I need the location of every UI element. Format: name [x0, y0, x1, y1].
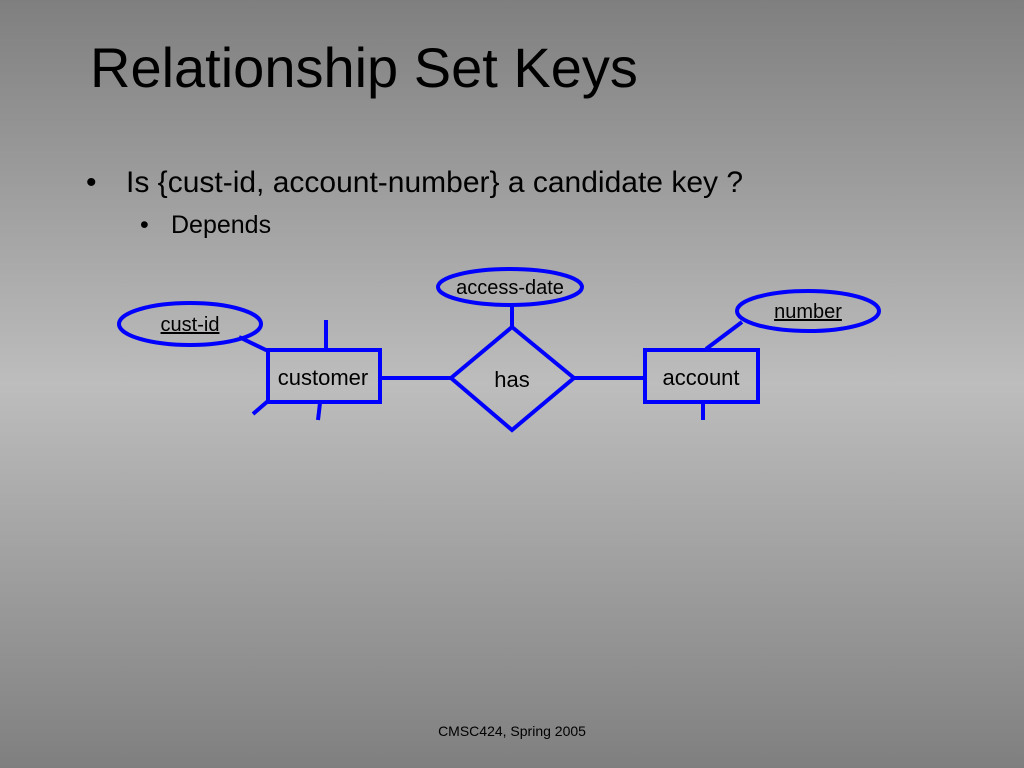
stub-customer-bottom — [316, 402, 322, 421]
bullet-marker: • — [86, 166, 97, 199]
bullet-text: Is {cust-id, account-number} a candidate… — [126, 166, 744, 199]
attribute-accessdate-ellipse — [436, 267, 584, 307]
bullet-level2: • Depends — [140, 211, 271, 240]
connector-number-account — [704, 320, 744, 351]
relationship-has-label: has — [494, 367, 529, 392]
bullet-text: Depends — [171, 211, 272, 239]
bullet-level1: • Is {cust-id, account-number} a candidat… — [86, 166, 743, 200]
entity-account-label: account — [662, 365, 739, 390]
attribute-custid-label: cust-id — [161, 314, 220, 336]
bullet-marker: • — [140, 211, 149, 239]
entity-account-box — [643, 348, 760, 404]
attribute-custid-ellipse — [117, 301, 263, 347]
stub-customer-left — [251, 399, 270, 416]
slide-title: Relationship Set Keys — [90, 36, 638, 99]
attribute-number-ellipse — [735, 289, 881, 333]
attribute-accessdate-label: access-date — [456, 277, 564, 299]
entity-customer-label: customer — [278, 365, 368, 390]
attribute-number-label: number — [774, 301, 842, 323]
entity-customer-box — [266, 348, 382, 404]
relationship-has-diamond — [447, 324, 578, 433]
slide-footer: CMSC424, Spring 2005 — [438, 723, 586, 739]
